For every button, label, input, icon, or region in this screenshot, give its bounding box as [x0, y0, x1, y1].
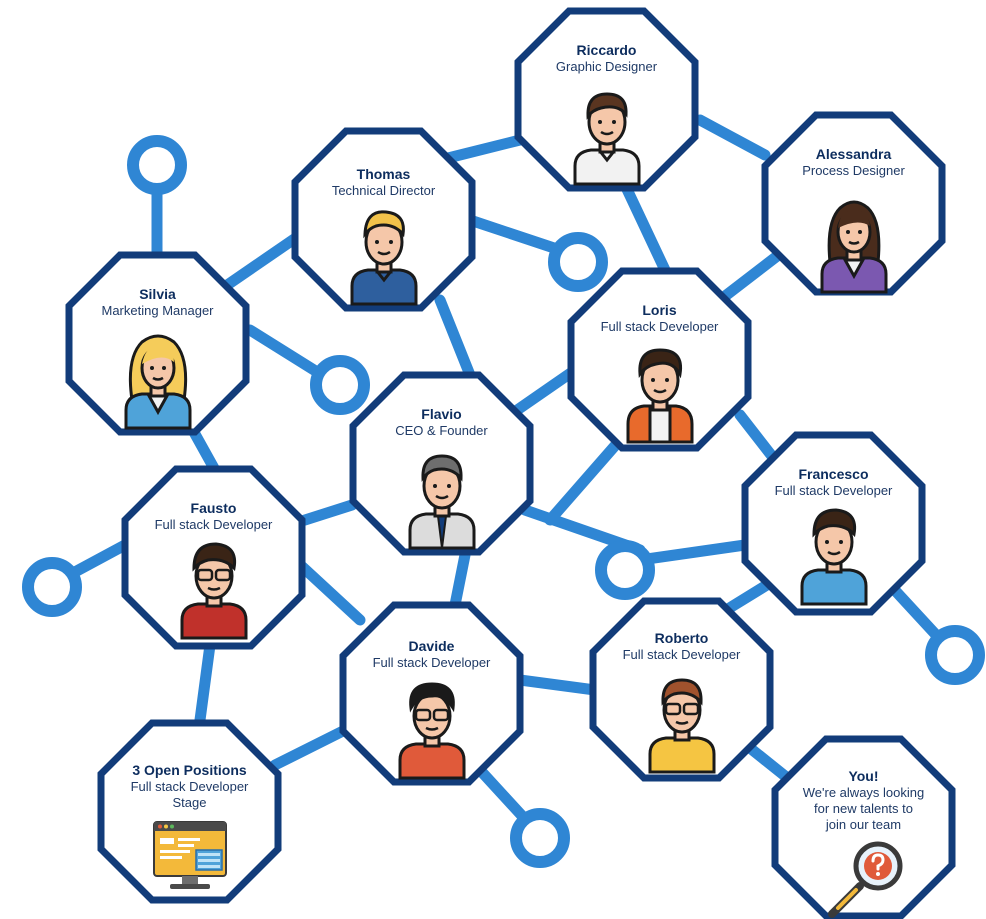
node-davide: Davide Full stack Developer — [339, 601, 524, 786]
avatar-flavio — [408, 454, 476, 550]
connector-line — [694, 114, 771, 161]
node-you: You! We're always looking for new talent… — [771, 735, 956, 919]
node-francesco: Francesco Full stack Developer — [741, 431, 926, 616]
person-name: Francesco — [798, 466, 869, 482]
connector-endpoint-ring — [548, 232, 608, 292]
person-name: Roberto — [654, 630, 709, 646]
connector-line — [269, 724, 351, 771]
avatar-francesco — [800, 508, 868, 606]
person-role: Full stack Developer — [774, 483, 893, 498]
connector-endpoint-ring — [925, 625, 985, 685]
you-line3: join our team — [825, 817, 902, 832]
connector-line — [619, 179, 671, 276]
connector-endpoints — [22, 135, 985, 868]
avatar-loris — [626, 348, 694, 444]
you-line1: We're always looking — [802, 785, 925, 800]
node-loris: Loris Full stack Developer — [567, 267, 752, 452]
node-riccardo: Riccardo Graphic Designer — [514, 7, 699, 192]
connector-line — [214, 229, 306, 296]
avatar-riccardo — [573, 92, 641, 186]
connector-line — [299, 499, 358, 526]
person-role: Technical Director — [331, 183, 436, 198]
connector-line — [464, 214, 566, 256]
connector-line — [289, 554, 366, 626]
person-role: Full stack Developer — [154, 517, 273, 532]
person-name: Davide — [408, 638, 455, 654]
connector-line — [544, 434, 626, 526]
person-role: Process Designer — [802, 163, 905, 178]
connector-line — [449, 549, 471, 611]
connector-endpoint-ring — [310, 355, 370, 415]
node-flavio: Flavio CEO & Founder — [349, 371, 534, 556]
connector-line — [714, 244, 791, 306]
person-role: Full stack Developer — [622, 647, 741, 662]
person-role: CEO & Founder — [395, 423, 488, 438]
person-name: Silvia — [139, 286, 176, 302]
connector-line — [504, 364, 581, 421]
person-name: Riccardo — [576, 42, 637, 58]
connector-endpoint-ring — [22, 557, 82, 617]
avatar-thomas — [350, 210, 418, 306]
connector-endpoint-ring — [595, 540, 655, 600]
node-roberto: Roberto Full stack Developer — [589, 597, 774, 782]
open-positions-line2: Stage — [172, 795, 207, 810]
code-monitor-icon — [153, 821, 227, 889]
person-name: Alessandra — [815, 146, 892, 162]
person-name: Flavio — [421, 406, 462, 422]
open-positions-title: 3 Open Positions — [132, 762, 247, 778]
person-name: Thomas — [356, 166, 411, 182]
connector-line — [194, 639, 216, 726]
connector-line — [434, 294, 476, 381]
node-fausto: Fausto Full stack Developer — [121, 465, 306, 650]
connector-endpoint-ring — [127, 135, 187, 195]
avatar-fausto — [180, 542, 248, 640]
person-role: Full stack Developer — [372, 655, 491, 670]
node-thomas: Thomas Technical Director — [291, 127, 476, 312]
you-line2: for new talents to — [814, 801, 913, 816]
connector-line — [514, 674, 601, 696]
avatar-roberto — [648, 678, 716, 774]
connector-line — [634, 539, 751, 566]
octagon-frame — [771, 735, 956, 919]
person-role: Graphic Designer — [555, 59, 658, 74]
connector-line — [734, 409, 781, 466]
connector-endpoint-ring — [510, 808, 570, 868]
node-open-positions: 3 Open Positions Full stack Developer St… — [97, 719, 282, 904]
octagon-frame — [97, 719, 282, 904]
person-name: Fausto — [190, 500, 237, 516]
open-positions-line1: Full stack Developer — [130, 779, 249, 794]
node-silvia: Silvia Marketing Manager — [65, 251, 250, 436]
avatar-davide — [398, 682, 466, 780]
person-role: Marketing Manager — [101, 303, 214, 318]
avatar-silvia — [124, 334, 192, 430]
person-role: Full stack Developer — [600, 319, 719, 334]
node-alessandra: Alessandra Process Designer — [761, 111, 946, 296]
person-name: Loris — [642, 302, 677, 318]
you-title: You! — [848, 768, 879, 784]
magnifier-question-icon — [828, 841, 903, 918]
connector-line — [434, 134, 526, 166]
avatar-alessandra — [820, 200, 888, 294]
